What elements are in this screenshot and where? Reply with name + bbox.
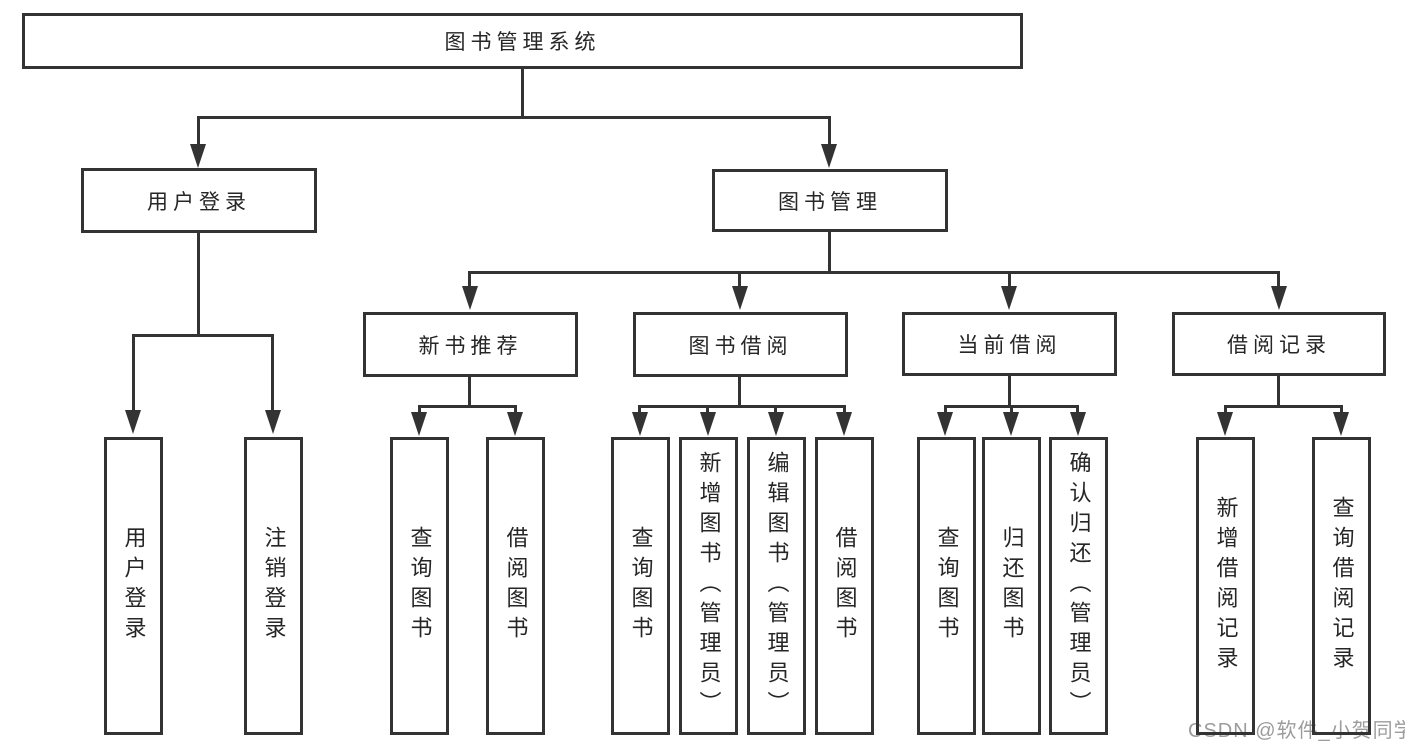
arrowhead-icon [190,144,206,168]
connector-book-mgmt-stem [828,232,831,274]
leaf-label: 借阅图书 [503,526,529,646]
connector-drop [828,118,831,145]
connector-book-mgmt-rail [468,271,1280,274]
connector-root-rail [197,116,831,119]
connector-drop [843,407,846,415]
leaf-add-borrow-record: 新增借阅记录 [1196,437,1255,735]
connector-drop [774,407,777,415]
leaf-edit-books-admin: 编辑图书（管理员） [747,437,806,735]
leaf-label: 编辑图书（管理员） [764,451,790,721]
leaf-query-books-current: 查询图书 [917,437,976,735]
connector-drop [738,273,741,288]
connector-user-login-stem [197,233,200,336]
arrowhead-icon [1070,412,1086,436]
arrowhead-icon [1003,412,1019,436]
connector-drop [638,407,641,415]
arrowhead-icon [507,412,523,436]
leaf-label: 查询图书 [407,526,433,646]
connector-rail [418,405,517,408]
arrowhead-icon [1333,412,1349,436]
arrowhead-icon [700,412,716,436]
leaf-label: 确认归还（管理员） [1066,451,1092,721]
connector-stem [738,376,741,407]
arrowhead-icon [836,412,852,436]
connector-rail [638,405,846,408]
arrowhead-icon [821,144,837,168]
arrowhead-icon [411,412,427,436]
node-book-management: 图书管理 [712,169,948,232]
leaf-label: 注销登录 [261,526,287,646]
leaf-label: 新增借阅记录 [1213,496,1239,676]
node-borrowing-records: 借阅记录 [1172,312,1386,376]
node-user-login: 用户登录 [81,168,317,233]
arrowhead-icon [462,286,478,310]
leaf-label: 用户登录 [121,526,147,646]
connector-rail [1224,405,1343,408]
leaf-label: 新增图书（管理员） [696,451,722,721]
connector-stem [1277,376,1280,407]
connector-drop [1010,407,1013,415]
connector-drop [271,336,274,411]
leaf-add-books-admin: 新增图书（管理员） [679,437,738,735]
connector-drop [418,407,421,415]
connector-drop [1008,273,1011,288]
leaf-return-books: 归还图书 [982,437,1041,735]
leaf-query-books-borrowing: 查询图书 [611,437,670,735]
connector-drop [1076,407,1079,415]
arrowhead-icon [125,410,141,434]
connector-drop [197,118,200,145]
leaf-label: 查询借阅记录 [1329,496,1355,676]
connector-drop [1224,407,1227,415]
connector-drop [132,336,135,411]
leaf-confirm-return-admin: 确认归还（管理员） [1049,437,1108,735]
connector-drop [706,407,709,415]
connector-root-stem [521,69,524,119]
leaf-user-login: 用户登录 [104,437,163,735]
arrowhead-icon [937,412,953,436]
leaf-query-borrow-record: 查询借阅记录 [1312,437,1371,735]
leaf-borrow-books: 借阅图书 [815,437,874,735]
arrowhead-icon [1001,286,1017,310]
arrowhead-icon [732,286,748,310]
leaf-label: 查询图书 [628,526,654,646]
leaf-logout: 注销登录 [244,437,303,735]
node-library-system: 图书管理系统 [22,13,1023,69]
node-new-book-recommend: 新书推荐 [363,312,578,377]
connector-stem [1008,376,1011,407]
connector-drop [1277,273,1280,288]
leaf-label: 借阅图书 [832,526,858,646]
arrowhead-icon [632,412,648,436]
connector-drop [944,407,947,415]
connector-drop [514,407,517,415]
connector-user-login-rail [132,334,274,337]
arrowhead-icon [1271,286,1287,310]
connector-stem [468,376,471,407]
leaf-query-books-recommend: 查询图书 [390,437,449,735]
leaf-label: 查询图书 [934,526,960,646]
csdn-watermark: CSDN @软件_小贺同学 [1188,720,1405,742]
arrowhead-icon [768,412,784,436]
node-current-borrowing: 当前借阅 [902,312,1117,376]
connector-drop [468,273,471,288]
node-book-borrowing: 图书借阅 [633,312,848,377]
leaf-borrow-books-recommend: 借阅图书 [486,437,545,735]
connector-rail [944,405,1079,408]
leaf-label: 归还图书 [999,526,1025,646]
connector-drop [1340,407,1343,415]
arrowhead-icon [1217,412,1233,436]
arrowhead-icon [265,410,281,434]
